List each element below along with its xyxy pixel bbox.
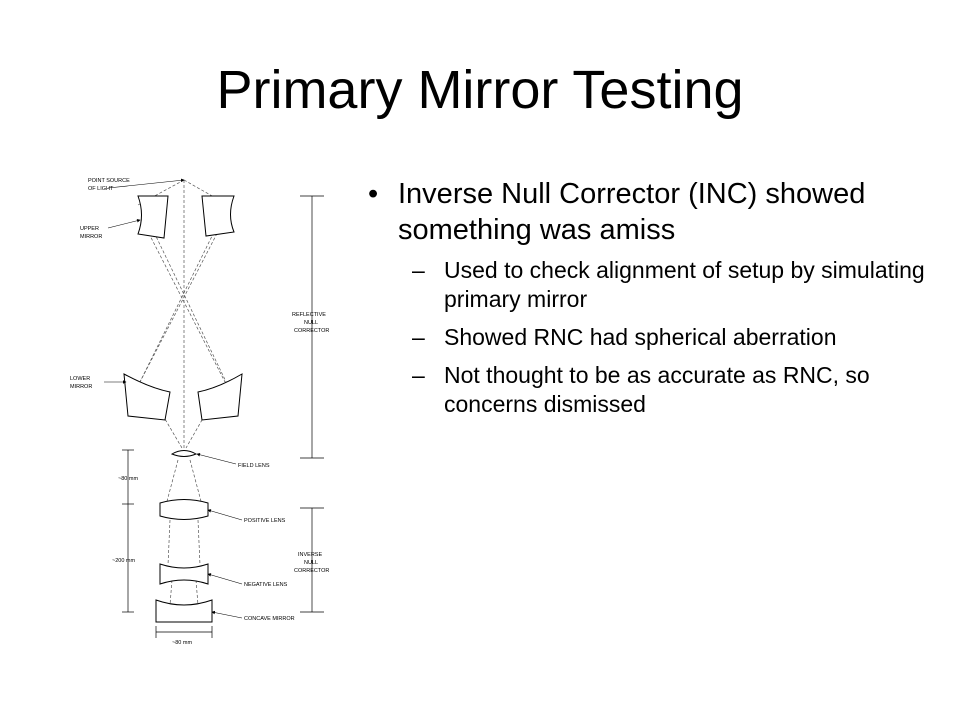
sub-bullet: – Not thought to be as accurate as RNC, … <box>368 361 928 419</box>
bullet-list: • Inverse Null Corrector (INC) showed so… <box>368 176 928 428</box>
lower-mirror-label: LOWER <box>70 376 90 382</box>
field-lens <box>170 450 198 457</box>
negative-lens-label: NEGATIVE LENS <box>244 582 288 588</box>
leader-lines <box>104 178 243 619</box>
sub-bullet: – Showed RNC had spherical aberration <box>368 323 928 352</box>
dash-marker: – <box>412 324 425 350</box>
inverse-null-corrector-label-3: CORRECTOR <box>294 568 329 574</box>
dim-200mm-label: ~200 mm <box>112 558 135 564</box>
concave-mirror <box>155 599 213 623</box>
inverse-null-corrector-label: INVERSE <box>298 552 322 558</box>
point-source-label-2: OF LIGHT <box>88 186 114 192</box>
sub-bullet-text: Used to check alignment of setup by simu… <box>444 257 925 312</box>
main-bullet: • Inverse Null Corrector (INC) showed so… <box>368 176 928 248</box>
sub-bullet-text: Not thought to be as accurate as RNC, so… <box>444 362 870 417</box>
upper-mirror-label: UPPER <box>80 226 99 232</box>
dim-80mm-label: ~80 mm <box>118 476 138 482</box>
main-bullet-text: Inverse Null Corrector (INC) showed some… <box>398 178 866 246</box>
upper-mirror <box>137 195 235 239</box>
bullet-marker: • <box>368 178 379 210</box>
sub-bullet: – Used to check alignment of setup by si… <box>368 256 928 314</box>
reflective-null-corrector-label-2: NULL <box>304 320 318 326</box>
negative-lens <box>159 563 209 585</box>
dash-marker: – <box>412 257 425 283</box>
optical-test-diagram: POINT SOURCE OF LIGHT UPPER MIRROR LOWER… <box>60 160 360 650</box>
concave-mirror-label: CONCAVE MIRROR <box>244 616 295 622</box>
field-lens-label: FIELD LENS <box>238 463 270 469</box>
reflective-null-corrector-label: REFLECTIVE <box>292 312 326 318</box>
dimension-lines <box>122 195 324 638</box>
dash-marker: – <box>412 362 425 388</box>
dim-80mm-bottom-label: ~80 mm <box>172 640 192 646</box>
diagram-svg: POINT SOURCE OF LIGHT UPPER MIRROR LOWER… <box>70 178 329 646</box>
point-source-label: POINT SOURCE <box>88 178 130 184</box>
slide-title: Primary Mirror Testing <box>216 60 744 120</box>
positive-lens-label: POSITIVE LENS <box>244 518 286 524</box>
sub-bullet-text: Showed RNC had spherical aberration <box>444 324 837 350</box>
positive-lens <box>159 499 209 520</box>
lower-mirror <box>123 373 243 421</box>
lower-mirror-label-2: MIRROR <box>70 384 92 390</box>
upper-mirror-label-2: MIRROR <box>80 234 102 240</box>
inverse-null-corrector-label-2: NULL <box>304 560 318 566</box>
reflective-null-corrector-label-3: CORRECTOR <box>294 328 329 334</box>
